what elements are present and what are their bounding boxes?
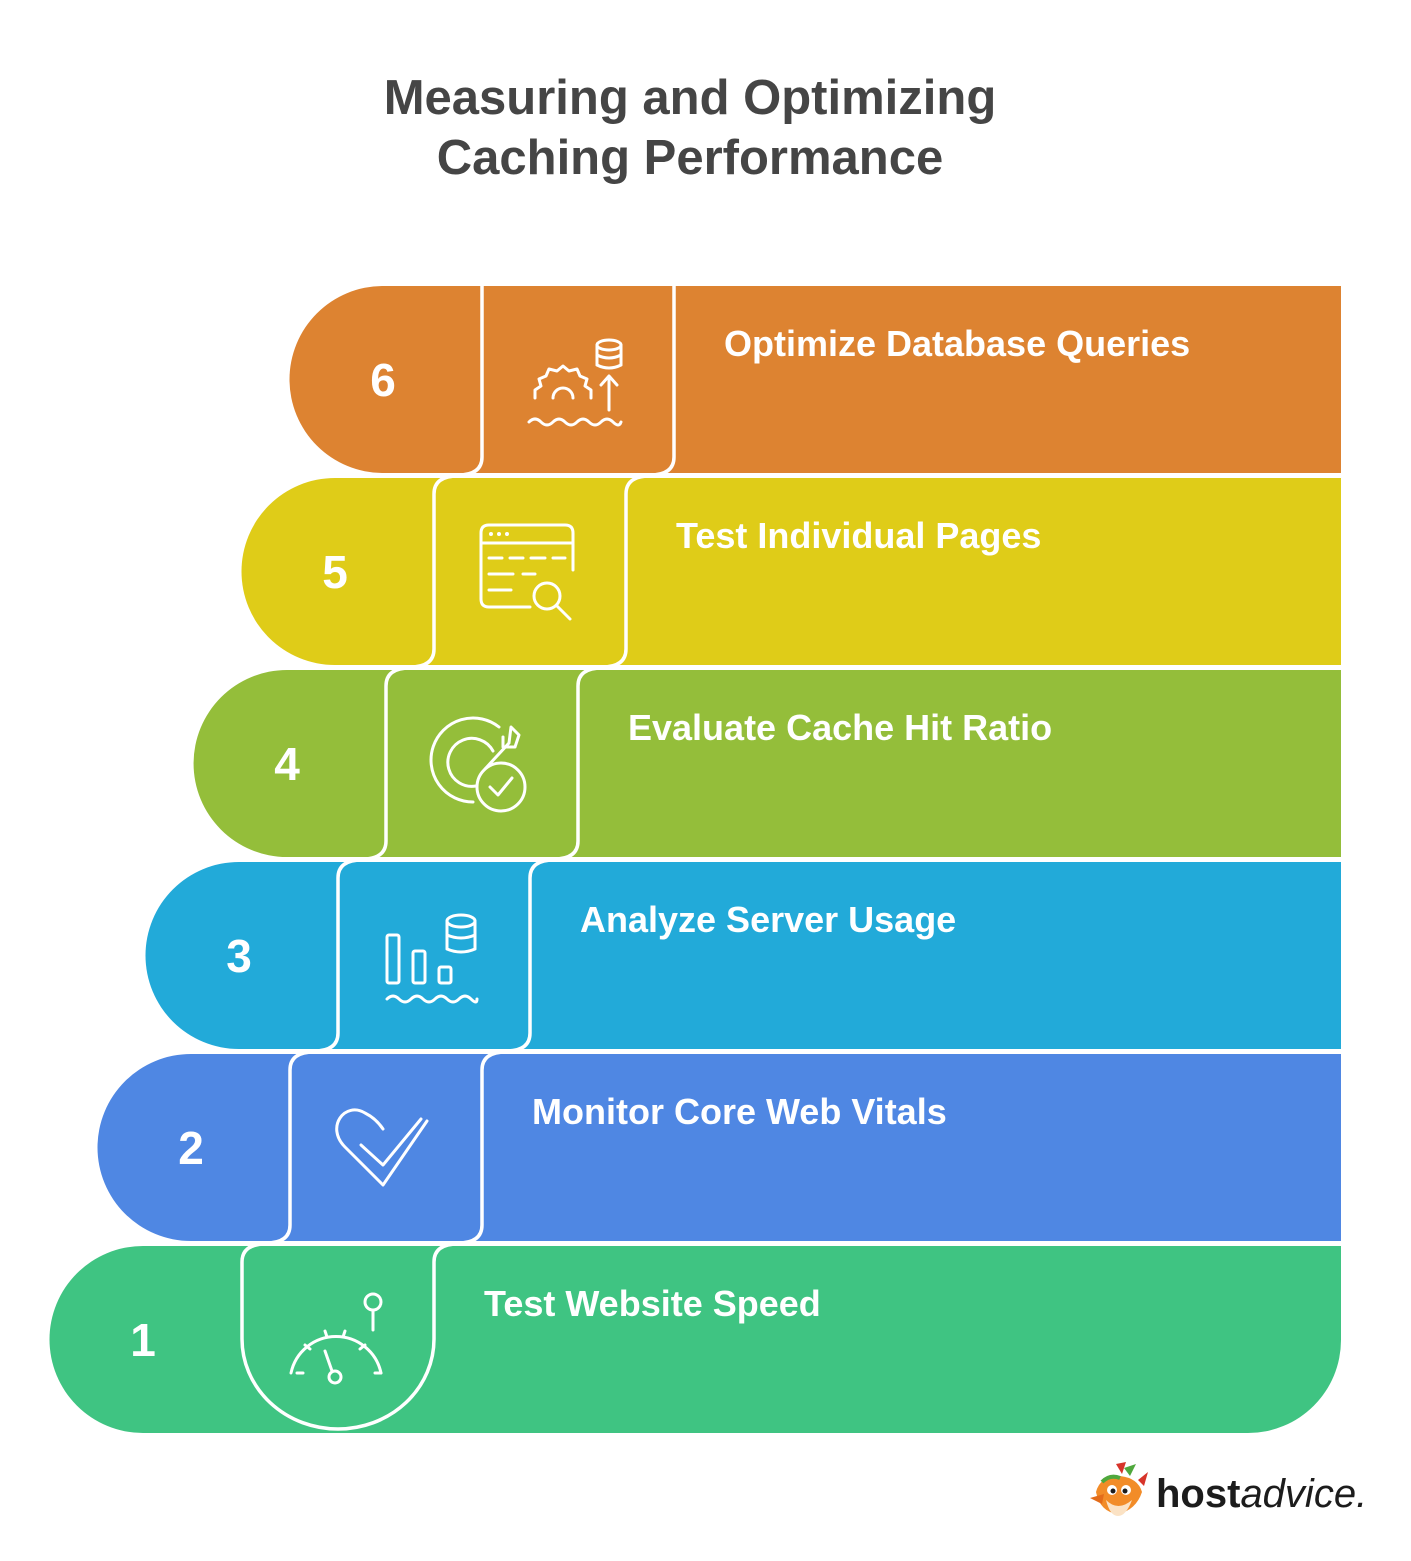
step-number-3: 3	[226, 929, 252, 982]
page-title: Measuring and Optimizing Caching Perform…	[0, 68, 1380, 188]
step-number-4: 4	[274, 737, 300, 790]
title-line-1: Measuring and Optimizing	[383, 71, 997, 125]
step-number-1: 1	[130, 1313, 156, 1366]
database-gear-up-icon	[527, 338, 623, 427]
hostadvice-logo: hostadvice.	[1086, 1462, 1376, 1526]
step-number-6: 6	[370, 353, 396, 406]
step-band-3	[145, 862, 1341, 1049]
step-label-5: Test Individual Pages	[676, 515, 1042, 556]
logo-word-host: host	[1156, 1472, 1241, 1516]
browser-search-icon	[479, 523, 575, 621]
step-connector-4	[361, 666, 603, 861]
fox-mascot-icon	[1090, 1462, 1148, 1516]
step-label-1: Test Website Speed	[484, 1283, 821, 1324]
step-connector-5	[409, 474, 651, 669]
step-connectors	[240, 284, 676, 1431]
step-band-4	[193, 670, 1341, 857]
heart-check-icon	[335, 1108, 429, 1187]
title-line-2: Caching Performance	[436, 131, 944, 185]
bar-chart-database-icon	[385, 913, 479, 1004]
step-label-4: Evaluate Cache Hit Ratio	[628, 707, 1053, 748]
step-band-2	[97, 1054, 1342, 1241]
step-label-2: Monitor Core Web Vitals	[532, 1091, 947, 1132]
speedometer-icon	[289, 1292, 383, 1385]
step-connector-3	[313, 858, 555, 1053]
step-label-6: Optimize Database Queries	[724, 323, 1191, 364]
target-check-icon	[429, 716, 527, 813]
step-connector-6	[457, 284, 676, 477]
step-label-3: Analyze Server Usage	[580, 899, 957, 940]
logo-word-advice: advice.	[1240, 1472, 1368, 1516]
step-connector-2	[265, 1050, 507, 1245]
logo-wordmark: hostadvice.	[1156, 1468, 1367, 1520]
step-number-2: 2	[178, 1121, 204, 1174]
step-band-6	[289, 286, 1341, 473]
step-number-5: 5	[322, 545, 348, 598]
step-band-5	[241, 478, 1342, 665]
step-icons	[289, 338, 623, 1385]
step-connector-1	[240, 1242, 459, 1431]
